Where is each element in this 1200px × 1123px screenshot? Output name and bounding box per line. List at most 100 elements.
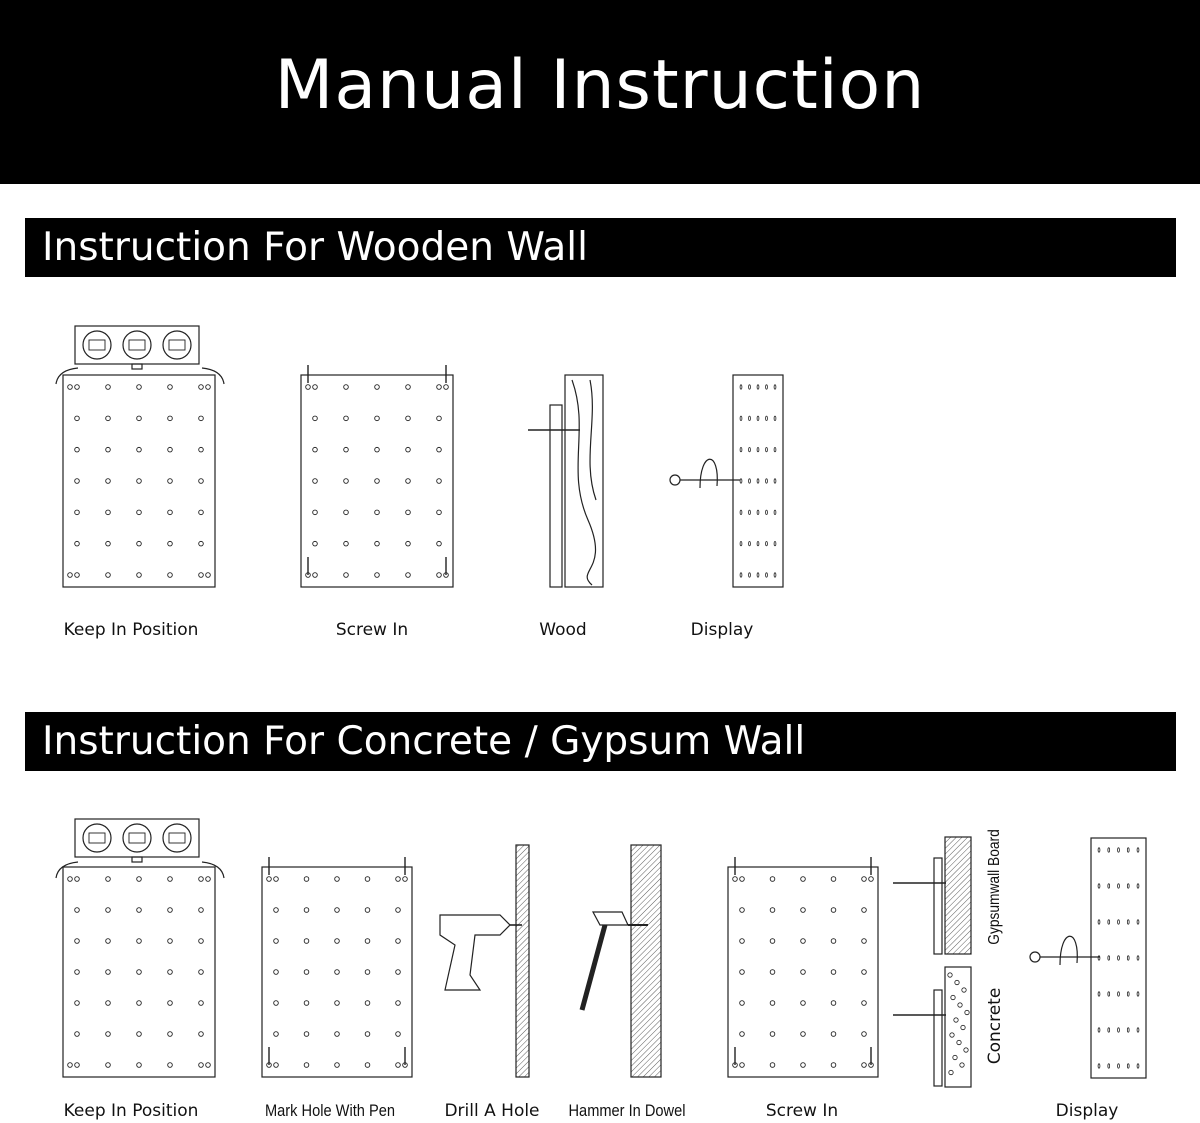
pegboard-hole <box>74 938 80 944</box>
pegboard-hole <box>1136 1027 1140 1033</box>
pegboard-hole <box>198 384 204 390</box>
pegboard-hole <box>167 938 173 944</box>
pegboard-hole <box>756 541 760 547</box>
pegboard-hole <box>748 478 751 484</box>
pegboard-hole <box>1136 991 1140 997</box>
pegboard-hole <box>198 938 204 944</box>
pegboard-hole <box>136 938 142 944</box>
level-bubble-icon <box>128 832 146 844</box>
pegboard-hole <box>273 1000 279 1006</box>
pegboard-hole <box>1117 991 1120 997</box>
pegboard-hole <box>305 384 311 390</box>
gypsum-board <box>944 836 972 955</box>
pegboard-hole <box>748 415 751 421</box>
pegboard-hole <box>739 572 743 578</box>
page-title: Manual Instruction <box>274 46 926 125</box>
pegboard-hole <box>205 876 211 882</box>
pegboard-hole <box>74 1000 80 1006</box>
pegboard-hole <box>167 478 173 484</box>
drill-icon <box>439 914 511 991</box>
pegboard-hole <box>334 1062 340 1068</box>
pegboard-hole <box>312 478 318 484</box>
pegboard-hole <box>167 415 173 422</box>
pegboard-hole <box>105 907 111 913</box>
step-label-drill-a-hole: Drill A Hole <box>444 1101 540 1121</box>
pegboard-hole <box>732 876 738 882</box>
pegboard-hole <box>136 969 142 975</box>
pegboard-hole <box>1107 1027 1111 1033</box>
pegboard-hole <box>136 1000 142 1006</box>
pegboard-hole <box>402 876 408 882</box>
step-label-screw-in: Screw In <box>765 1101 839 1121</box>
pegboard-hole <box>334 938 340 944</box>
pegboard-hole <box>769 907 776 913</box>
pegboard-hole <box>74 1062 80 1068</box>
pegboard-hole <box>1117 955 1120 961</box>
pegboard-hole <box>756 478 760 484</box>
curved-arrow-icon <box>55 367 79 385</box>
aggregate-dot <box>947 972 953 978</box>
pegboard-hole <box>74 478 80 484</box>
pegboard-hole <box>756 415 760 421</box>
pegboard-hole <box>198 1062 204 1068</box>
pegboard-hole <box>800 969 806 975</box>
pegboard-hole <box>273 876 279 882</box>
pegboard-hole <box>364 969 371 975</box>
pegboard-hole <box>1097 955 1101 961</box>
pegboard-hole <box>756 572 760 578</box>
level-bubble-icon <box>82 823 112 853</box>
pegboard-hole <box>405 540 411 547</box>
pegboard-hole <box>868 876 874 882</box>
pegboard-hole <box>136 478 142 484</box>
pegboard-hole <box>105 540 111 547</box>
aggregate-dot <box>961 987 967 993</box>
pegboard-hole <box>343 384 349 390</box>
step-label-keep-in-position: Keep In Position <box>63 1101 199 1121</box>
pegboard-hole <box>364 1031 371 1037</box>
pegboard-hole <box>343 446 349 453</box>
pegboard-hole <box>1097 1027 1101 1033</box>
pegboard-hole <box>105 384 111 390</box>
pegboard-hole <box>395 938 401 944</box>
aggregate-dot <box>953 1017 959 1023</box>
pegboard-hole <box>273 907 279 913</box>
pegboard-hole <box>198 572 204 578</box>
level-clip-icon <box>131 363 143 370</box>
pegboard-hole <box>800 907 806 913</box>
pegboard-hole <box>303 876 310 882</box>
pegboard-hole <box>1107 1063 1111 1069</box>
level-bubble-icon <box>88 832 106 844</box>
pegboard-hole <box>1097 1063 1101 1069</box>
header-banner: Manual Instruction <box>0 0 1200 184</box>
pegboard-hole <box>765 447 768 453</box>
level-bubble-icon <box>82 330 112 360</box>
aggregate-dot <box>950 994 956 1001</box>
pegboard-hole <box>773 447 777 453</box>
pegboard-hole <box>830 1031 837 1037</box>
pegboard-display <box>1090 837 1147 1079</box>
pegboard-hole <box>436 509 442 516</box>
pegboard-hole <box>312 572 318 578</box>
pegboard-hole <box>167 1000 173 1006</box>
pegboard-hole <box>198 415 204 422</box>
pegboard-hole <box>74 1031 80 1037</box>
pegboard-hole <box>1107 847 1111 853</box>
pegboard-hole <box>443 384 449 390</box>
pegboard-hole <box>773 415 777 421</box>
pegboard-hole <box>303 1031 310 1037</box>
pegboard-hole <box>830 1062 837 1068</box>
pegboard-hole <box>205 572 211 578</box>
pegboard-hole <box>74 540 80 547</box>
pegboard-hole <box>773 572 777 578</box>
pegboard-hole <box>739 509 743 515</box>
hammer-icon <box>591 911 629 926</box>
pegboard-hole <box>739 938 745 944</box>
level-bubble-icon <box>88 339 106 351</box>
pegboard-hole <box>74 572 80 578</box>
pegboard-hole <box>364 876 371 882</box>
board-edge <box>933 857 943 955</box>
pegboard-hole <box>374 509 380 516</box>
step-label-screw-in: Screw In <box>335 620 409 640</box>
pegboard-hole <box>67 876 73 882</box>
wood-stud <box>564 374 604 588</box>
